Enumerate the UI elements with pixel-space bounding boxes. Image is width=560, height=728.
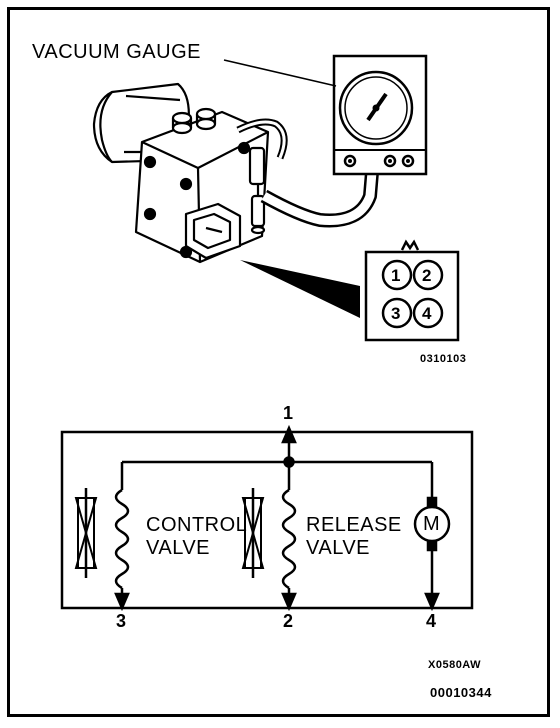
- motor-symbol-label: M: [423, 513, 441, 535]
- release-valve-label-line1: RELEASE: [306, 514, 402, 536]
- connector-pin-4: 4: [422, 304, 432, 323]
- gauge-leader-line: [223, 59, 337, 87]
- figure-code-bottom: X0580AW: [428, 659, 482, 671]
- terminal-4-label: 4: [426, 611, 437, 631]
- connector-pin-1: 1: [391, 266, 401, 285]
- terminal-1-label: 1: [283, 403, 294, 423]
- control-valve-label-line1: CONTROL: [146, 514, 248, 536]
- actuator-illustration: [92, 82, 379, 264]
- control-valve-label-line2: VALVE: [146, 537, 211, 559]
- terminal-2-label: 2: [283, 611, 294, 631]
- connector-detail: [364, 239, 460, 342]
- figure-code-top: 0310103: [420, 353, 467, 365]
- connector-pin-2: 2: [422, 266, 432, 285]
- figure-frame: [7, 7, 550, 717]
- terminal-3-label: 3: [116, 611, 127, 631]
- connector-pin-3: 3: [391, 304, 401, 323]
- connector-pointer: [240, 260, 360, 318]
- vacuum-gauge-icon: [332, 54, 428, 176]
- release-valve-label-line2: VALVE: [306, 537, 371, 559]
- document-number: 00010344: [430, 685, 492, 700]
- vacuum-gauge-label: VACUUM GAUGE: [32, 41, 201, 63]
- circuit-schematic: [60, 424, 474, 612]
